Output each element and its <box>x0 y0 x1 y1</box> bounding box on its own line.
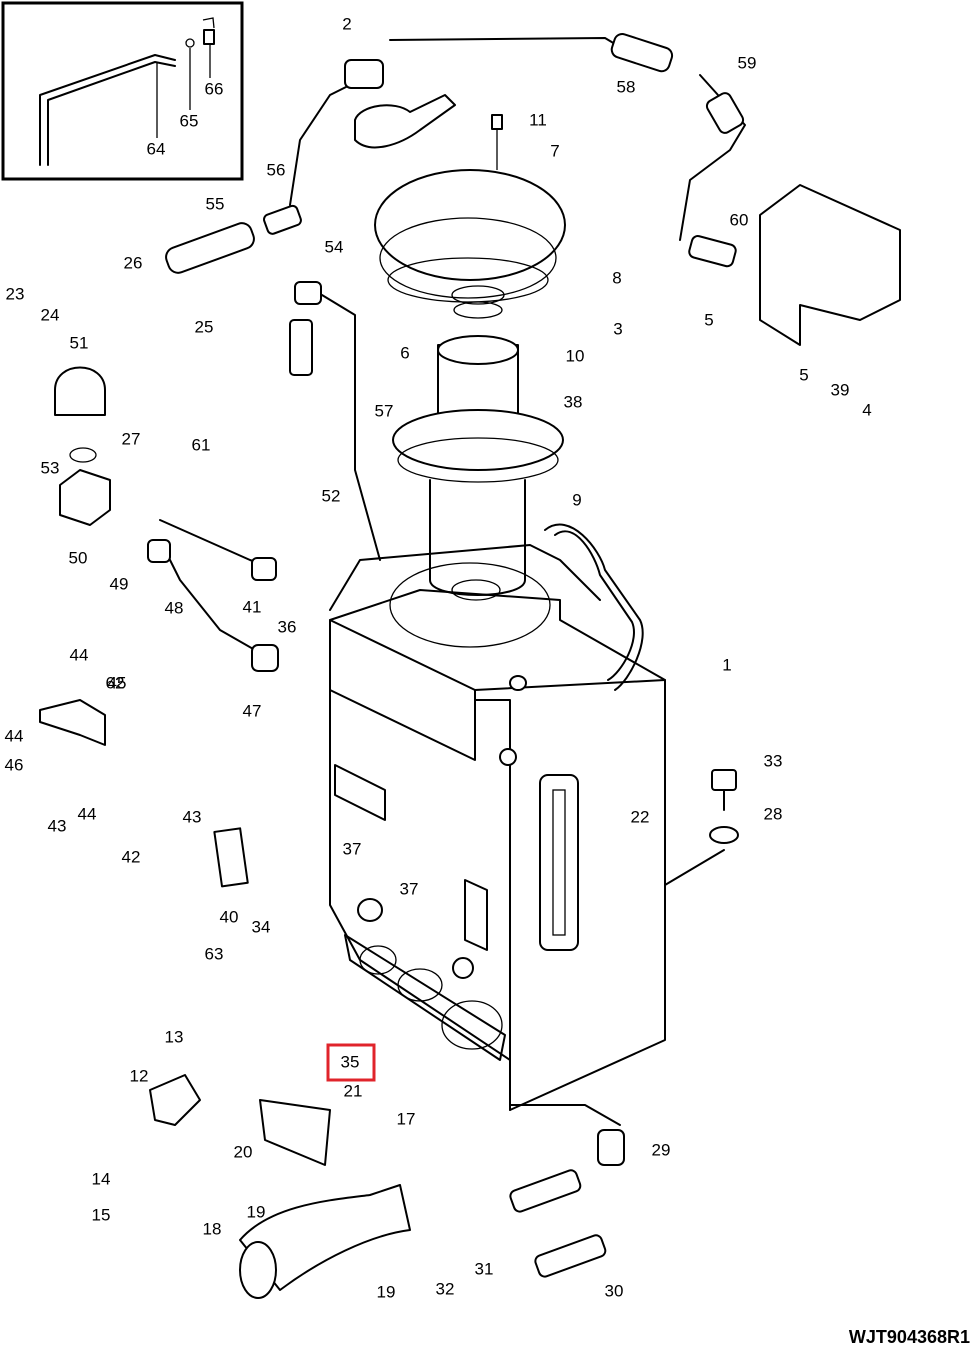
callout-label: 59 <box>738 53 757 72</box>
callout-label: 15 <box>92 1205 111 1224</box>
callout-label: 57 <box>375 401 394 420</box>
callout-label: 27 <box>122 429 141 448</box>
callout-label: 5 <box>799 365 808 384</box>
callout-label: 34 <box>252 917 271 936</box>
callout-label: 62 <box>106 673 125 692</box>
callout-label: 43 <box>183 807 202 826</box>
callout-label: 12 <box>130 1066 149 1085</box>
callout-label: 9 <box>572 490 581 509</box>
callout-label: 60 <box>730 210 749 229</box>
callout-label: 63 <box>205 944 224 963</box>
callout-label: 38 <box>564 392 583 411</box>
callout-label: 22 <box>631 807 650 826</box>
callout-label: 7 <box>550 141 559 160</box>
callout-label: 26 <box>124 253 143 272</box>
callout-label: 13 <box>165 1027 184 1046</box>
callout-label: 48 <box>165 598 184 617</box>
callout-label: 50 <box>69 548 88 567</box>
document-code: WJT904368R1 <box>849 1327 970 1347</box>
callout-label: 20 <box>234 1142 253 1161</box>
callout-label: 3 <box>613 319 622 338</box>
callout-label: 23 <box>6 284 25 303</box>
callout-label: 25 <box>195 317 214 336</box>
callout-label: 43 <box>48 816 67 835</box>
callout-label: 18 <box>203 1219 222 1238</box>
callout-label: 36 <box>278 617 297 636</box>
callout-label: 1 <box>722 655 731 674</box>
callout-label: 41 <box>243 597 262 616</box>
callout-labels: 1234556789101112131415171819192021222324… <box>5 14 872 1301</box>
callout-label: 54 <box>325 237 344 256</box>
callout-label: 37 <box>400 879 419 898</box>
callout-label: 52 <box>322 486 341 505</box>
hoses-and-fittings <box>39 33 901 1299</box>
callout-label: 2 <box>342 14 351 33</box>
callout-label: 29 <box>652 1140 671 1159</box>
callout-label: 39 <box>831 380 850 399</box>
callout-label: 33 <box>764 751 783 770</box>
callout-label: 42 <box>122 847 141 866</box>
callout-label: 14 <box>92 1169 111 1188</box>
callout-label: 66 <box>205 79 224 98</box>
callout-label: 28 <box>764 804 783 823</box>
callout-label: 44 <box>70 645 89 664</box>
callout-label: 56 <box>267 160 286 179</box>
callout-label: 44 <box>78 804 97 823</box>
callout-label: 31 <box>475 1259 494 1278</box>
callout-label: 47 <box>243 701 262 720</box>
callout-label: 61 <box>192 435 211 454</box>
callout-label: 46 <box>5 755 24 774</box>
callout-label: 40 <box>220 907 239 926</box>
filter-assembly <box>374 114 566 601</box>
inset-box <box>1 1 244 181</box>
callout-label: 8 <box>612 268 621 287</box>
callout-label: 58 <box>617 77 636 96</box>
callout-label: 45 <box>108 673 127 692</box>
callout-label: 64 <box>147 139 166 158</box>
callout-label: 6 <box>400 343 409 362</box>
callout-label: 30 <box>605 1281 624 1300</box>
callout-label: 44 <box>5 726 24 745</box>
hydraulic-tank <box>329 523 666 1111</box>
highlight-box <box>326 1043 376 1082</box>
callout-label: 35 <box>341 1052 360 1071</box>
callout-label: 65 <box>180 111 199 130</box>
callout-label: 11 <box>529 110 547 129</box>
callout-label: 32 <box>436 1279 455 1298</box>
callout-label: 10 <box>566 346 585 365</box>
callout-label: 5 <box>704 310 713 329</box>
callout-label: 21 <box>344 1081 363 1100</box>
callout-label: 24 <box>41 305 60 324</box>
callout-label: 4 <box>862 400 871 419</box>
callout-label: 19 <box>377 1282 396 1301</box>
callout-label: 49 <box>110 574 129 593</box>
callout-label: 53 <box>41 458 60 477</box>
callout-label: 51 <box>70 333 89 352</box>
callout-label: 19 <box>247 1202 266 1221</box>
callout-label: 37 <box>343 839 362 858</box>
callout-label: 55 <box>206 194 225 213</box>
callout-label: 17 <box>397 1109 416 1128</box>
